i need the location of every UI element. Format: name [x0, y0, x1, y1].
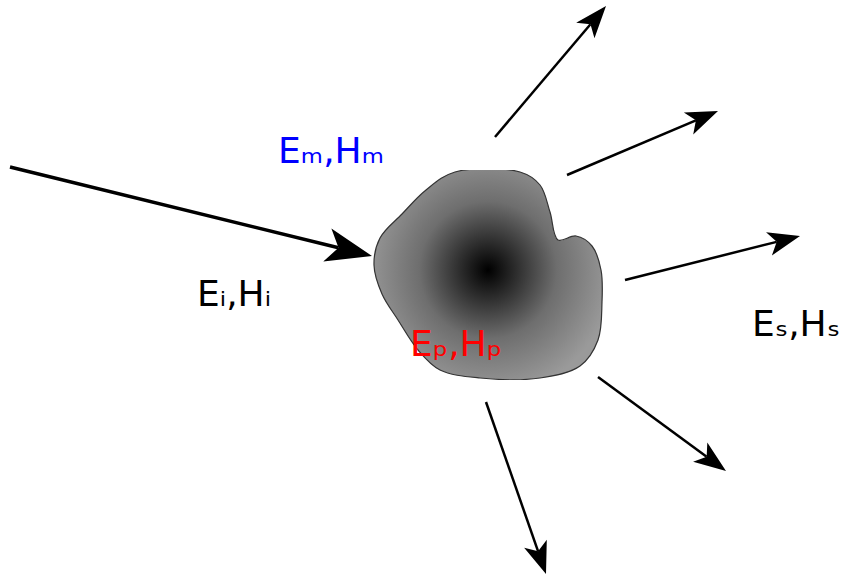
- field-label-box: Eᵢ,Hᵢ: [197, 272, 271, 315]
- field-label: Eᵢ,Hᵢ: [197, 272, 271, 315]
- arrow-head: [323, 229, 372, 262]
- arrow-line: [486, 402, 538, 551]
- field-label-box: Eₛ,Hₛ: [752, 302, 840, 345]
- field-label: Eₚ,Hₚ: [410, 322, 502, 365]
- field-label-box: Eₘ,Hₘ: [278, 129, 384, 172]
- arrow-line: [625, 242, 777, 280]
- arrow-line: [567, 120, 696, 175]
- arrow-head: [766, 232, 800, 255]
- arrow-head: [524, 540, 547, 574]
- arrow-line: [10, 167, 338, 248]
- field-label: Eₘ,Hₘ: [278, 129, 384, 172]
- arrow-head: [576, 6, 606, 38]
- arrow-line: [598, 377, 707, 457]
- particle: Eₚ,Hₚ: [372, 170, 606, 380]
- arrow-head: [684, 111, 718, 135]
- field-label: Eₛ,Hₛ: [752, 302, 840, 345]
- arrow-head: [693, 442, 726, 471]
- arrow-line: [495, 24, 590, 137]
